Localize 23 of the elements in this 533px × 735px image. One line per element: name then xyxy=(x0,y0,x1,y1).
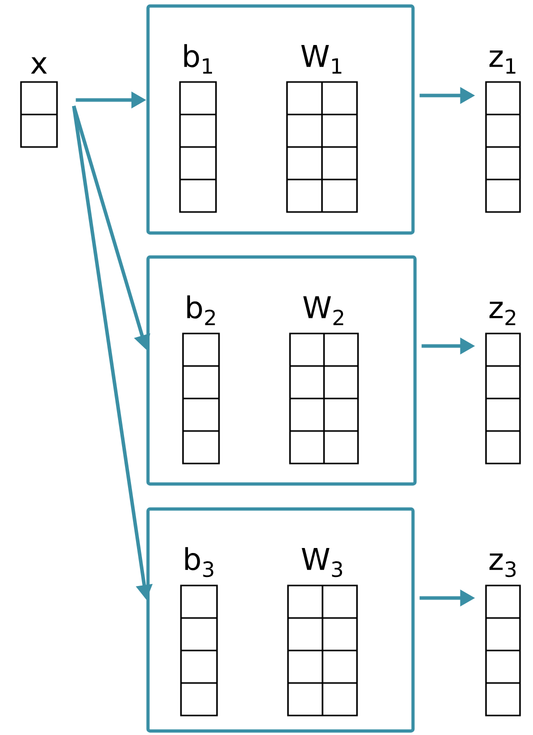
vector-grid: b$_{3}$ xyxy=(180,547,218,716)
vector-grid: x xyxy=(20,57,58,148)
node-label: W$_{3}$ xyxy=(302,548,342,578)
node-label: W$_{2}$ xyxy=(303,296,344,326)
matrix-grid: W$_{3}$ xyxy=(287,548,358,716)
matrix-grid: W$_{2}$ xyxy=(289,296,359,464)
node-label: W$_{1}$ xyxy=(301,45,342,74)
layer-box xyxy=(146,4,415,235)
node-label: z$_{1}$ xyxy=(489,50,516,74)
vector-grid: b$_{2}$ xyxy=(182,295,220,464)
matrix-grid: W$_{1}$ xyxy=(286,45,358,213)
node-label: b$_{3}$ xyxy=(185,547,214,578)
node-label: z$_{2}$ xyxy=(489,302,516,326)
node-label: x xyxy=(30,57,47,74)
vector-grid: z$_{2}$ xyxy=(485,302,521,464)
node-label: z$_{3}$ xyxy=(489,553,516,578)
node-label: b$_{1}$ xyxy=(184,44,212,74)
vector-grid: z$_{3}$ xyxy=(485,553,521,716)
vector-grid: z$_{1}$ xyxy=(485,50,521,213)
layer-box xyxy=(146,255,417,486)
node-label: b$_{2}$ xyxy=(187,295,215,326)
vector-grid: b$_{1}$ xyxy=(179,44,217,213)
layer-box xyxy=(146,507,415,733)
